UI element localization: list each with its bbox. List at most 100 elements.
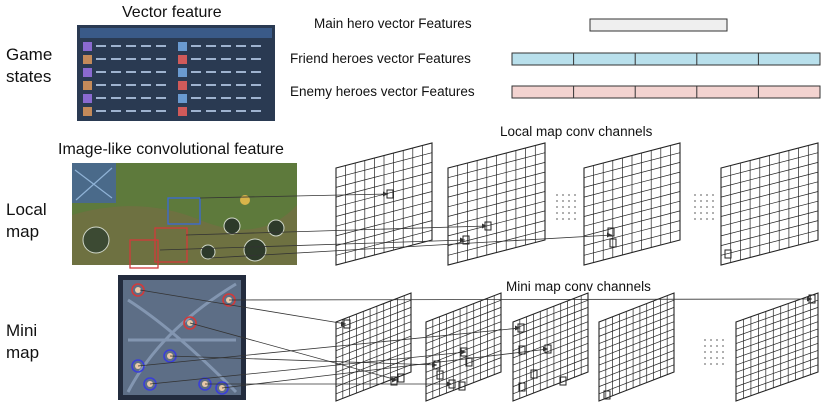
- row-2-cell-l-4: [156, 71, 166, 73]
- row-4-cell-l-4: [156, 97, 166, 99]
- ellipsis-2-dot-2-2: [716, 351, 718, 353]
- grid-glyph-18: [530, 369, 538, 379]
- connector-arrow-7: [461, 349, 466, 355]
- ellipsis-0-dot-0-0: [556, 194, 558, 196]
- connector-arrow-0: [383, 191, 388, 197]
- skill-button-1: [243, 238, 267, 262]
- grid-panel-7: [598, 292, 675, 402]
- connector-lines: [137, 191, 813, 389]
- row-5-cell-r-2: [221, 110, 231, 112]
- grid-panel-3-hline-6: [720, 200, 819, 227]
- grid-panel-5: [425, 292, 502, 402]
- grid-panel-8-hline-5: [735, 328, 819, 359]
- grid-glyph-4: [609, 238, 617, 248]
- row-avatar-right-5: [178, 107, 187, 116]
- grid-panel-3-hline-7: [720, 210, 819, 237]
- ellipsis-0-dot-1-1: [562, 200, 564, 202]
- ellipsis-2-dot-2-3: [722, 351, 724, 353]
- ellipsis-1-dot-0-3: [712, 194, 714, 196]
- grid-glyph-12: [465, 357, 473, 367]
- ellipsis-1-dot-2-3: [712, 206, 714, 208]
- row-2-cell-l-0: [96, 71, 106, 73]
- row-4-cell-r-3: [236, 97, 246, 99]
- row-avatar-left-5: [83, 107, 92, 116]
- grid-panel-4-hline-2: [335, 307, 412, 337]
- row-avatar-right-0: [178, 42, 187, 51]
- connector-3: [209, 234, 613, 259]
- row-0-cell-r-3: [236, 45, 246, 47]
- connector-2: [159, 239, 466, 251]
- screenshot-titlebar: [80, 28, 272, 38]
- grid-panel-4-hline-8: [335, 350, 412, 380]
- row-5-cell-l-3: [141, 110, 151, 112]
- minimap-lanes: [126, 282, 238, 394]
- grid-glyph-16: [518, 345, 526, 355]
- grid-panel-7-hline-6: [598, 335, 675, 366]
- grid-panel-8-hline-6: [735, 335, 819, 366]
- grid-glyph-3: [607, 227, 615, 237]
- connector-9: [137, 327, 521, 367]
- grid-panel-6-hline-8: [512, 350, 589, 380]
- grid-panel-5-hline-3: [425, 314, 502, 344]
- ellipsis-1-dot-3-2: [706, 212, 708, 214]
- row-4-cell-r-1: [206, 97, 216, 99]
- ellipsis-1-dot-4-0: [694, 218, 696, 220]
- row-4-cell-r-4: [251, 97, 261, 99]
- grid-panel-1: [447, 142, 546, 266]
- row-4-cell-l-0: [96, 97, 106, 99]
- grid-panel-2-hline-5: [583, 191, 681, 217]
- grid-panel-8-hline-10: [735, 364, 819, 395]
- ellipsis-1-dot-2-0: [694, 206, 696, 208]
- local-map-road: [72, 205, 297, 265]
- grid-panel-3-hline-5: [720, 191, 819, 217]
- row-avatar-left-0: [83, 42, 92, 51]
- grid-panel-0-hline-7: [335, 210, 433, 237]
- grid-panel-2-hline-6: [583, 200, 681, 227]
- row-4-cell-r-2: [221, 97, 231, 99]
- row-5-cell-r-1: [206, 110, 216, 112]
- ellipsis-1-dot-0-1: [700, 194, 702, 196]
- grid-glyph-21: [603, 390, 611, 400]
- minimap-hero-0: [135, 287, 141, 293]
- ellipsis-0-dot-1-3: [574, 200, 576, 202]
- ellipsis-2-dot-1-3: [722, 345, 724, 347]
- ellipsis-1-dot-4-2: [706, 218, 708, 220]
- minimap-marker-4: [183, 316, 197, 330]
- grid-panel-5-hline-10: [425, 364, 502, 395]
- ellipsis-2-dot-1-1: [710, 345, 712, 347]
- connector-7: [149, 351, 467, 385]
- local-map-label: Local map: [6, 200, 47, 241]
- grid-panel-6-hline-1: [512, 299, 589, 330]
- grid-glyph-8: [397, 373, 405, 383]
- row-5-cell-r-3: [236, 110, 246, 112]
- ellipsis-0-dot-3-0: [556, 212, 558, 214]
- minimap-marker-3: [215, 381, 229, 395]
- grid-panel-0-hline-5: [335, 191, 433, 217]
- vector-feature-bars: [511, 18, 821, 99]
- row-0-cell-l-3: [141, 45, 151, 47]
- enemy-heroes-vector-label: Enemy heroes vector Features: [290, 84, 475, 99]
- connector-arrow-5: [392, 377, 397, 383]
- grid-panel-1-hline-9: [447, 229, 546, 256]
- mini-map-label: Mini map: [6, 321, 40, 362]
- row-4-cell-l-3: [141, 97, 151, 99]
- vector-bar-0: [589, 18, 728, 32]
- row-1-cell-r-3: [236, 58, 246, 60]
- corner-lanes: [74, 167, 113, 201]
- row-avatar-left-4: [83, 94, 92, 103]
- grid-panel-8-border: [735, 292, 819, 402]
- connector-arrow-6: [432, 362, 437, 368]
- row-1-cell-l-0: [96, 58, 106, 60]
- grid-panel-4-hline-6: [335, 335, 412, 366]
- grid-panel-6-hline-2: [512, 307, 589, 337]
- friend-heroes-vector-label: Friend heroes vector Features: [290, 51, 471, 66]
- local-map-screenshot: [72, 163, 297, 269]
- grid-glyph-10: [436, 370, 444, 380]
- grid-glyph-19: [559, 376, 567, 386]
- ellipsis-1-dot-3-3: [712, 212, 714, 214]
- row-0-cell-l-1: [111, 45, 121, 47]
- grid-panel-4-hline-5: [335, 328, 412, 359]
- grid-panel-7-hline-3: [598, 314, 675, 344]
- grid-panel-5-hline-9: [425, 357, 502, 387]
- connector-arrow-10: [543, 346, 548, 352]
